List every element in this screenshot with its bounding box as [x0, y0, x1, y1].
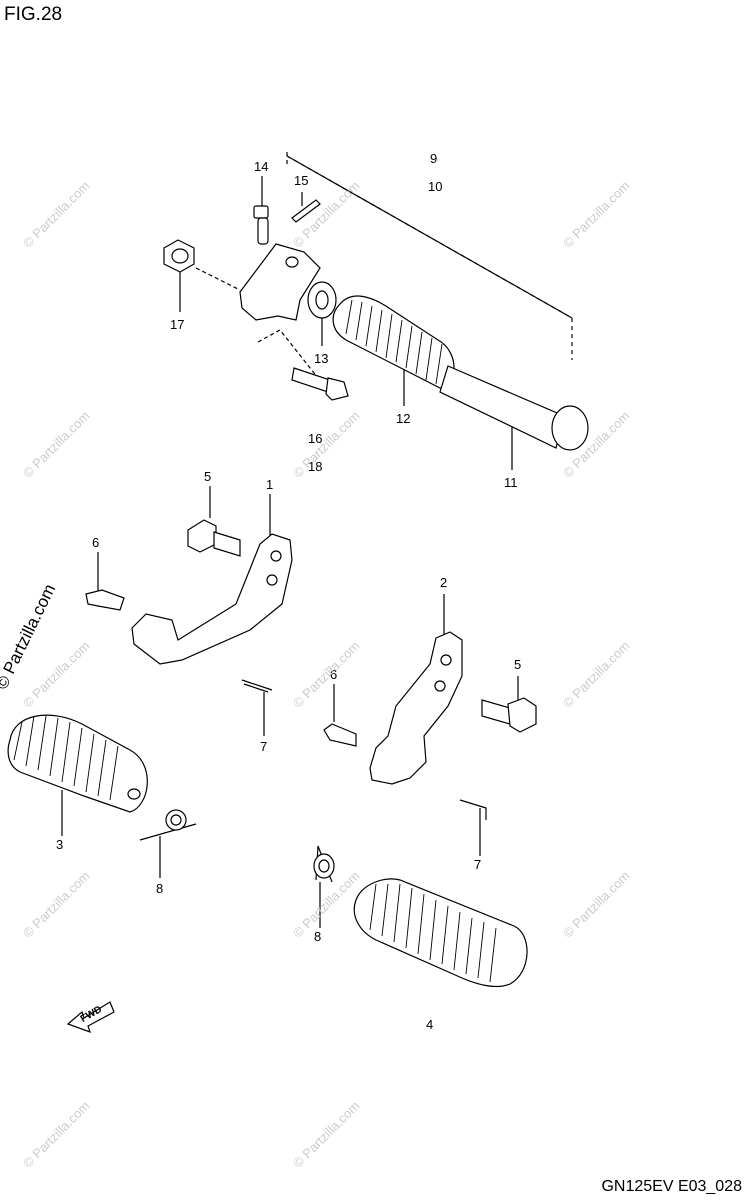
footrest-shaft-11-drawing	[439, 365, 589, 451]
assembly-bracket-line	[286, 155, 573, 319]
rear-bracket-2-drawing	[369, 631, 463, 785]
footrest-rubber-4-drawing	[353, 878, 528, 988]
callout-12: 12	[396, 411, 411, 426]
callout-3: 3	[56, 837, 64, 852]
bolt-5a-drawing	[187, 519, 241, 557]
footrest-rubber-12-drawing	[332, 295, 455, 389]
figure-title: FIG.28	[4, 4, 63, 25]
callout-5-lower: 5	[514, 657, 522, 672]
callout-11: 11	[504, 475, 518, 490]
cotter-pin-15-drawing	[291, 199, 321, 223]
pin-6b-drawing	[323, 723, 357, 747]
callout-7-lower: 7	[474, 857, 482, 872]
footrest-bracket-drawing	[239, 243, 321, 321]
assembly-bracket	[286, 152, 573, 360]
callout-9: 9	[430, 151, 438, 166]
fwd-arrow-drawing	[66, 1001, 115, 1033]
callout-13: 13	[314, 351, 329, 366]
callout-10: 10	[428, 179, 443, 194]
callout-8-right: 8	[314, 929, 322, 944]
callout-17: 17	[170, 317, 185, 332]
callout-1: 1	[266, 477, 274, 492]
spring-8a-drawing	[139, 809, 197, 841]
washer-13-hole	[315, 290, 329, 310]
bolt-5b-drawing	[481, 697, 537, 733]
callout-4: 4	[426, 1017, 434, 1032]
pin-6a-drawing	[85, 589, 125, 611]
callout-7-upper: 7	[260, 739, 268, 754]
dashed-guides	[195, 267, 319, 379]
bracket-1-hole-b	[266, 574, 278, 586]
callout-6-upper: 6	[92, 535, 100, 550]
callout-18: 18	[308, 459, 323, 474]
callout-5-upper: 5	[204, 469, 212, 484]
callout-15: 15	[294, 173, 309, 188]
bracket-1-hole-a	[270, 550, 282, 562]
bracket-2-hole-b	[434, 680, 446, 692]
clip-7a-drawing	[241, 679, 273, 693]
callout-14: 14	[254, 159, 269, 174]
callout-2: 2	[440, 575, 448, 590]
bolt-14-drawing	[253, 205, 269, 245]
callout-16: 16	[308, 431, 323, 446]
callout-6-lower: 6	[330, 667, 338, 682]
nut-17-drawing	[163, 239, 195, 273]
bolt-16-18-drawing	[291, 367, 349, 401]
footrest-rubber-3-drawing	[7, 714, 148, 813]
callout-8-left: 8	[156, 881, 164, 896]
bracket-2-hole-a	[440, 654, 452, 666]
spring-8b-drawing	[313, 845, 335, 883]
diagram-code: GN125EV E03_028	[601, 1178, 742, 1195]
bracket-hole	[285, 256, 299, 268]
clip-7b-drawing	[459, 799, 487, 820]
rear-bracket-1-drawing	[131, 533, 293, 665]
